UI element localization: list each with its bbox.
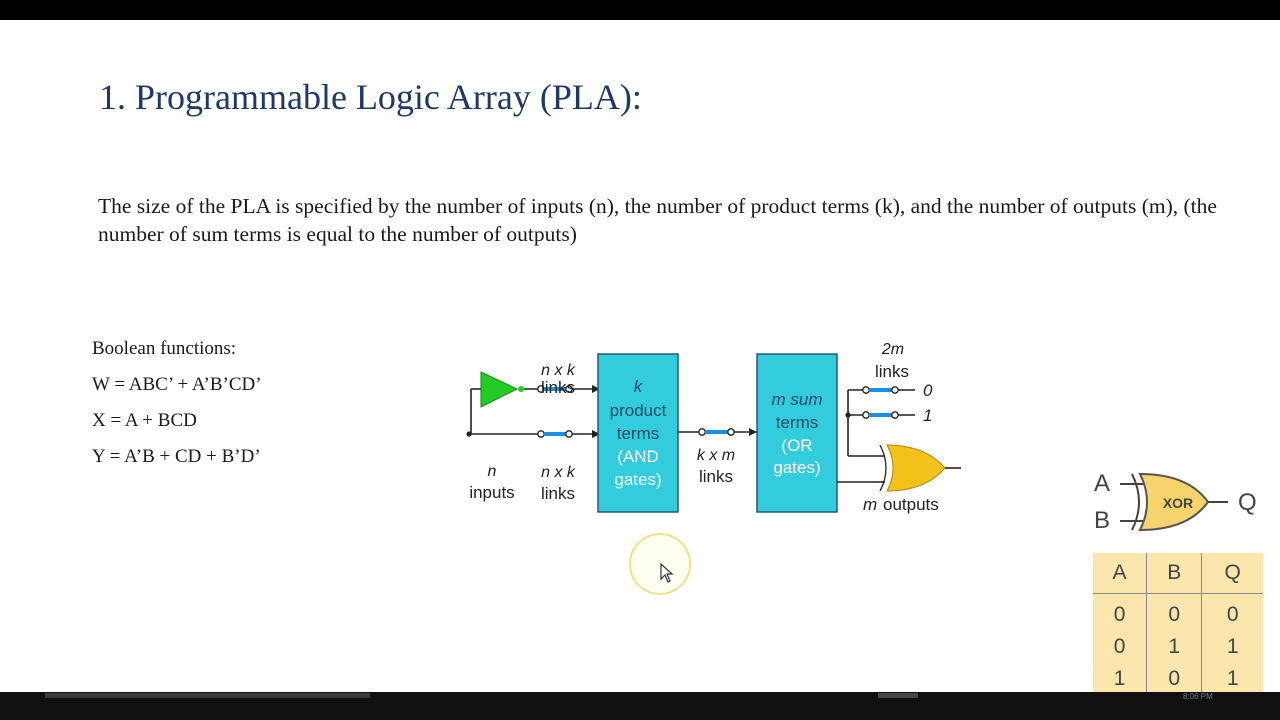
video-progress-marker	[878, 693, 918, 698]
boolean-function-y: Y = A’B + CD + B’D’	[92, 446, 261, 467]
truth-table-cell: 1	[1201, 663, 1263, 692]
truth-table-header-row: A B Q	[1093, 553, 1263, 594]
nxk-links-bottom-a: n x k	[541, 464, 576, 481]
and-block-terms: terms	[617, 424, 660, 443]
and-block-product: product	[610, 401, 667, 420]
or-block-msum: m sum	[772, 390, 823, 409]
nxk-links-top-a: n x k	[541, 362, 576, 379]
truth-table-cell: 1	[1201, 631, 1263, 663]
constant-0: 0	[923, 381, 933, 400]
nxk-links-top-b: links	[541, 378, 575, 397]
and-block-k: k	[634, 377, 644, 396]
truth-table-header-q: Q	[1201, 553, 1263, 594]
kxm-links-b: links	[699, 467, 733, 486]
kxm-links-a: k x m	[697, 447, 735, 464]
pla-block-diagram: n inputs n x k links n x k links k produ…	[466, 341, 961, 514]
xor-input-b: B	[1094, 507, 1110, 534]
or-array-block	[756, 353, 838, 513]
truth-table-cell: 0	[1113, 603, 1126, 626]
buffer-gate-icon	[480, 371, 519, 408]
nxk-links-bottom-b: links	[541, 484, 575, 503]
or-block-or: (OR	[781, 436, 812, 455]
truth-table-row: 1 0 1	[1093, 663, 1263, 692]
xor-output-q: Q	[1238, 489, 1257, 516]
inputs-var-label: n	[488, 463, 497, 480]
boolean-function-x: X = A + BCD	[92, 410, 197, 431]
or-block-gates: gates)	[773, 458, 820, 477]
inputs-label: inputs	[469, 483, 514, 502]
boolean-functions-heading: Boolean functions:	[92, 338, 237, 359]
truth-table-cell: 0	[1146, 593, 1202, 631]
slide-description: The size of the PLA is specified by the …	[98, 194, 1217, 246]
and-array-block	[597, 353, 679, 513]
truth-table-row: 0 1 1	[1093, 631, 1263, 663]
xor-gate-diagram: A B XOR Q	[1094, 470, 1257, 534]
mouse-cursor-icon	[660, 563, 674, 583]
truth-table-cell: 1	[1146, 631, 1202, 663]
xor-truth-table: A B Q 0 0 0 0 1 1 1 0 1	[1093, 553, 1263, 692]
taskbar-clock: 8:06 PM	[1183, 692, 1213, 701]
boolean-function-w: W = ABC’ + A’B’CD’	[92, 374, 262, 395]
truth-table-header-b: B	[1146, 553, 1202, 594]
outputs-var-label: m	[863, 495, 877, 514]
outputs-label: outputs	[883, 495, 939, 514]
truth-table-header-a: A	[1093, 553, 1147, 594]
xor-input-a: A	[1094, 470, 1110, 497]
constant-1: 1	[923, 406, 932, 425]
cursor-highlight-ring	[629, 533, 691, 595]
or-block-terms: terms	[776, 413, 819, 432]
xor-gate-label: XOR	[1163, 495, 1193, 511]
truth-table-cell: 0	[1146, 663, 1202, 692]
boolean-functions: Boolean functions: W = ABC’ + A’B’CD’ X …	[92, 338, 262, 482]
truth-table-cell: 1	[1113, 667, 1126, 690]
truth-table-cell: 0	[1113, 635, 1126, 658]
and-block-and: (AND	[617, 447, 659, 466]
slide-title: 1. Programmable Logic Array (PLA):	[99, 77, 642, 117]
truth-table-cell: 0	[1201, 593, 1263, 631]
truth-table-row: 0 0 0	[1093, 593, 1263, 631]
links-2m-b: links	[875, 362, 909, 381]
slide: 1. Programmable Logic Array (PLA): The s…	[0, 20, 1280, 692]
and-block-gates: gates)	[614, 470, 661, 489]
links-2m-a: 2m	[881, 341, 904, 358]
video-progress-bar[interactable]	[45, 693, 370, 698]
or-gate-icon	[886, 444, 946, 492]
xor-gate-icon	[1138, 472, 1210, 532]
